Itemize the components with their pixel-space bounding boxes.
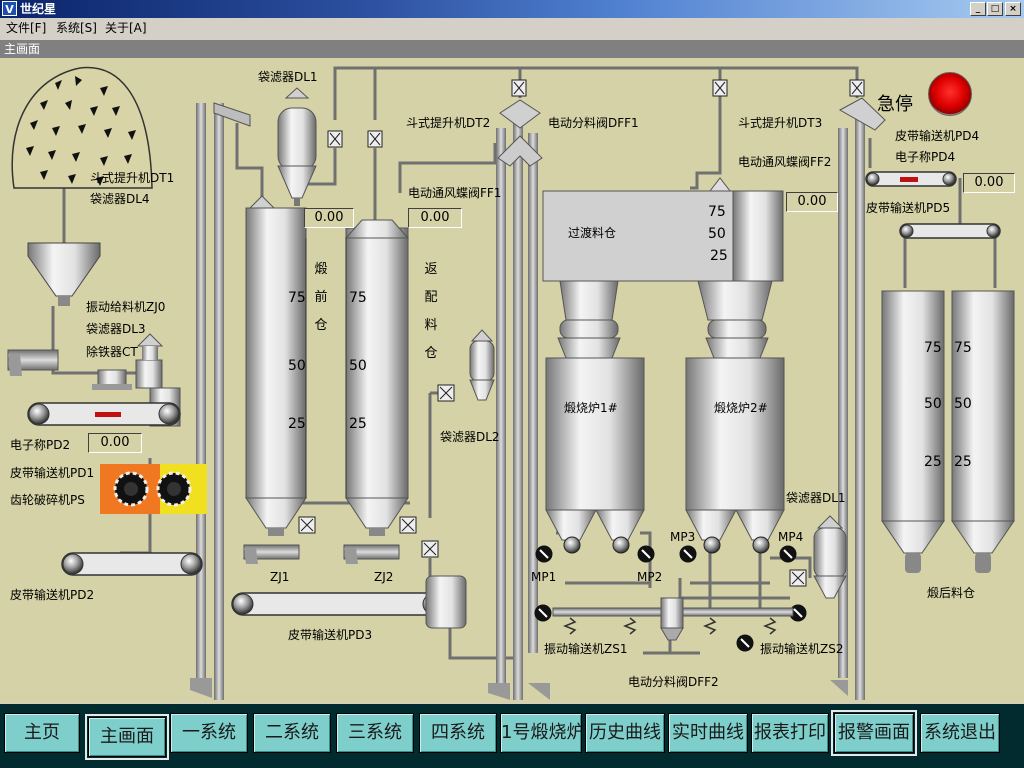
nav-system2-button[interactable]: 二系统 [253, 713, 331, 753]
label-mp1: MP1 [531, 570, 557, 584]
label-bucket-dt3: 斗式提升机DT3 [738, 116, 823, 130]
nav-exit-system-button[interactable]: 系统退出 [920, 713, 1000, 753]
window-title: 世纪星 [20, 2, 57, 16]
nav-system1-button[interactable]: 一系统 [170, 713, 248, 753]
close-button[interactable]: × [1005, 2, 1021, 16]
label-filter-dl2: 袋滤器DL2 [440, 430, 500, 444]
nav-realtime-curve-button[interactable]: 实时曲线 [668, 713, 748, 753]
nav-alarm-screen-button[interactable]: 报警画面 [831, 710, 917, 756]
process-graphics [7, 66, 1015, 700]
label-crusher-ps: 齿轮破碎机PS [10, 493, 85, 507]
label-vib-zs1: 振动输送机ZS1 [544, 642, 628, 656]
label-furnace-2: 煅烧炉2# [714, 401, 768, 415]
after1-scale-25: 25 [924, 454, 942, 470]
bin-scale-50: 50 [708, 226, 726, 242]
dl1-value-display: 0.00 [304, 208, 354, 228]
nav-system4-button[interactable]: 四系统 [419, 713, 497, 753]
process-diagram: 斗式提升机DT1 袋滤器DL4 袋滤器DL1 斗式提升机DT2 电动分料阀DFF… [0, 58, 1024, 703]
after2-scale-50: 50 [954, 396, 972, 412]
after2-scale-75: 75 [954, 340, 972, 356]
nav-furnace1-button[interactable]: 1号煅烧炉 [500, 713, 582, 753]
label-mp3: MP3 [670, 530, 696, 544]
silo-return-label: 返配料仓 [424, 262, 438, 361]
nav-report-print-button[interactable]: 报表打印 [751, 713, 829, 753]
label-after-bin: 煅后料仓 [927, 586, 976, 600]
bin-scale-25: 25 [710, 248, 728, 264]
label-bucket-dt2: 斗式提升机DT2 [406, 116, 491, 130]
label-filter-dl3: 袋滤器DL3 [86, 322, 146, 336]
label-fan-ff1: 电动通风蝶阀FF1 [408, 186, 502, 200]
after1-scale-50: 50 [924, 396, 942, 412]
pd4-value-display: 0.00 [963, 173, 1015, 193]
menu-file[interactable]: 文件[F] [6, 21, 47, 35]
menubar: 文件[F] 系统[S] 关于[A] [0, 18, 1024, 38]
label-furnace-1: 煅烧炉1# [564, 401, 618, 415]
menu-system[interactable]: 系统[S] [56, 21, 97, 35]
maximize-button[interactable]: □ [987, 2, 1003, 16]
label-filter-dl1-top: 袋滤器DL1 [258, 70, 318, 84]
label-belt-pd5: 皮带输送机PD5 [866, 201, 951, 215]
silo-pre-label: 煅前仓 [314, 262, 328, 333]
label-belt-pd1: 皮带输送机PD1 [10, 466, 95, 480]
after1-scale-75: 75 [924, 340, 942, 356]
label-zj2: ZJ2 [374, 570, 394, 584]
silo1-scale-75: 75 [288, 290, 306, 306]
label-filter-dl1-right: 袋滤器DL1 [786, 491, 846, 505]
panel-header: 主画面 [0, 40, 1024, 58]
label-mp4: MP4 [778, 530, 804, 544]
label-filter-dl4: 袋滤器DL4 [90, 192, 150, 206]
nav-home-button[interactable]: 主页 [4, 713, 80, 753]
silo1-scale-25: 25 [288, 416, 306, 432]
label-bucket-dt1: 斗式提升机DT1 [90, 171, 175, 185]
nav-history-curve-button[interactable]: 历史曲线 [585, 713, 665, 753]
silo2-scale-50: 50 [349, 358, 367, 374]
label-zj1: ZJ1 [270, 570, 290, 584]
nav-system3-button[interactable]: 三系统 [336, 713, 414, 753]
label-belt-pd2: 皮带输送机PD2 [10, 588, 95, 602]
label-valve-dff1: 电动分料阀DFF1 [548, 116, 639, 130]
emergency-stop-button[interactable] [928, 72, 972, 116]
label-vib-feeder: 振动给料机ZJ0 [86, 300, 166, 314]
label-belt-pd4: 皮带输送机PD4 [895, 129, 980, 143]
after2-scale-25: 25 [954, 454, 972, 470]
app-icon: V [2, 1, 17, 16]
label-vib-zs2: 振动输送机ZS2 [760, 642, 844, 656]
label-belt-pd3: 皮带输送机PD3 [288, 628, 373, 642]
label-iron-remover: 除铁器CT [86, 345, 138, 359]
label-valve-dff2: 电动分料阀DFF2 [628, 675, 719, 689]
menu-about[interactable]: 关于[A] [105, 21, 147, 35]
label-fan-ff2: 电动通风蝶阀FF2 [738, 155, 832, 169]
ff1-value-display: 0.00 [408, 208, 462, 228]
bottom-navbar: 主页 主画面 一系统 二系统 三系统 四系统 1号煅烧炉 历史曲线 实时曲线 报… [0, 704, 1024, 768]
pd2-value-display: 0.00 [88, 433, 142, 453]
bin-scale-75: 75 [708, 204, 726, 220]
label-scale-pd4: 电子称PD4 [895, 150, 956, 164]
silo2-scale-25: 25 [349, 416, 367, 432]
silo1-scale-50: 50 [288, 358, 306, 374]
estop-label: 急停 [877, 94, 913, 115]
label-transit-bin: 过渡料仓 [568, 226, 617, 240]
nav-main-screen-button[interactable]: 主画面 [85, 714, 169, 760]
window-titlebar: V 世纪星 _ □ × [0, 0, 1024, 18]
label-scale-pd2: 电子称PD2 [10, 438, 71, 452]
minimize-button[interactable]: _ [970, 2, 986, 16]
ff2-value-display: 0.00 [786, 192, 838, 212]
label-mp2: MP2 [637, 570, 663, 584]
panel-title: 主画面 [4, 42, 41, 56]
silo2-scale-75: 75 [349, 290, 367, 306]
